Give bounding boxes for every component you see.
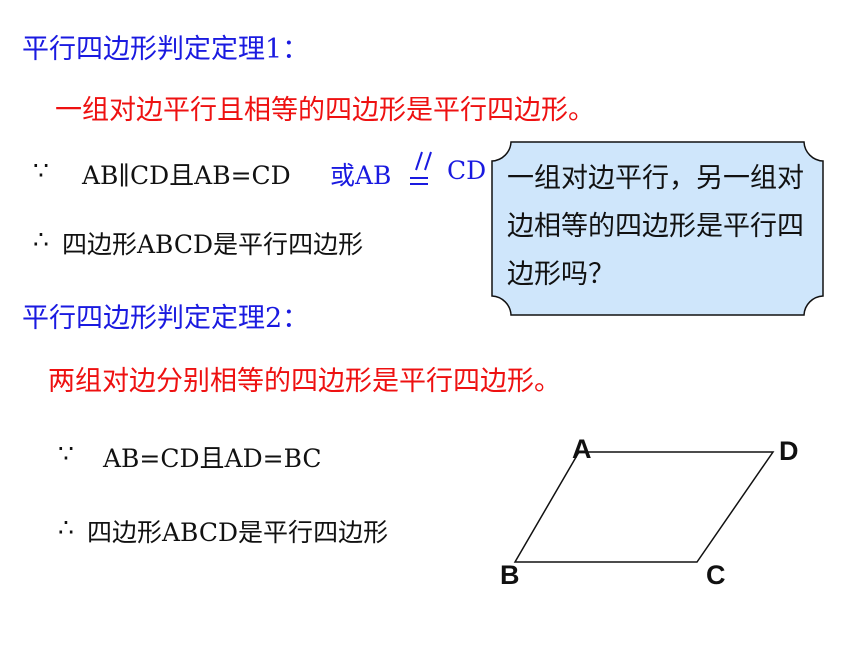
therefore-symbol-2: ∴	[58, 513, 74, 542]
theorem1-or-text: 或AB	[330, 161, 392, 190]
question-callout: 一组对边平行，另一组对边相等的四边形是平行四边形吗？	[491, 141, 824, 316]
theorem1-cd-text: CD	[447, 156, 487, 185]
therefore-symbol-1: ∴	[33, 225, 49, 254]
vertex-label-d: D	[779, 436, 799, 466]
callout-question: 一组对边平行，另一组对边相等的四边形是平行四边形吗？	[507, 163, 804, 290]
callout-frame	[491, 141, 824, 316]
theorem2-title: 平行四边形判定定理2：	[22, 303, 310, 334]
vertex-label-b: B	[500, 560, 520, 590]
theorem1-conclusion: 四边形ABCD是平行四边形	[62, 230, 364, 259]
theorem2-conclusion: 四边形ABCD是平行四边形	[87, 518, 389, 547]
vertex-label-c: C	[706, 560, 726, 590]
because-symbol-1: ∵	[33, 156, 49, 185]
parallel-equal-symbol	[410, 151, 432, 185]
theorem2-condition: AB=CD且AD=BC	[103, 444, 322, 473]
parallelogram-abcd	[513, 451, 775, 563]
vertex-label-a: A	[572, 434, 592, 464]
theorem2-statement: 两组对边分别相等的四边形是平行四边形。	[48, 366, 561, 397]
theorem1-title: 平行四边形判定定理1：	[22, 34, 310, 65]
theorem1-condition: AB∥CD且AB=CD	[82, 161, 291, 190]
because-symbol-2: ∵	[58, 439, 74, 468]
theorem1-statement: 一组对边平行且相等的四边形是平行四边形。	[55, 95, 595, 126]
